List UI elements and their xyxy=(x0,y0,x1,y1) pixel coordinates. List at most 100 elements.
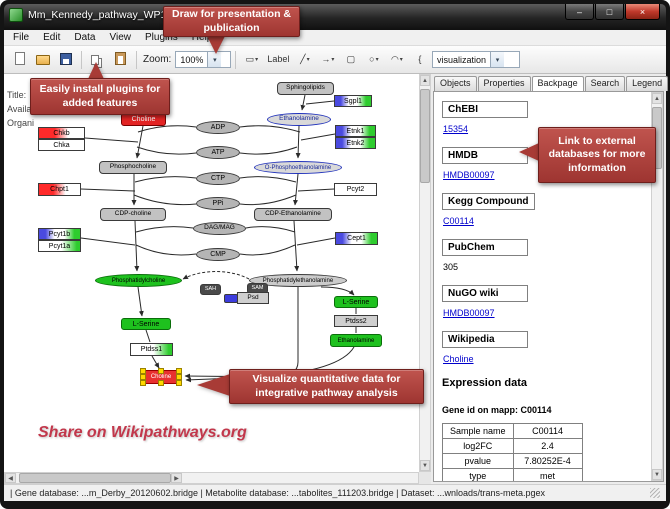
node-ptdss1[interactable]: Ptdss1 xyxy=(130,343,173,356)
visualization-combobox[interactable]: visualization ▾ xyxy=(432,51,520,68)
external-db-link[interactable]: 15354 xyxy=(443,124,469,134)
selection-handle[interactable] xyxy=(158,368,164,374)
tab-backpage[interactable]: Backpage xyxy=(531,76,584,91)
resize-grip-icon[interactable] xyxy=(650,488,660,498)
node-cdp-ethanolamine[interactable]: CDP-Ethanolamine xyxy=(254,208,332,221)
expression-table-cell: type xyxy=(442,468,514,481)
node-cmp[interactable]: CMP xyxy=(196,248,240,261)
app-icon xyxy=(9,8,23,22)
node-phosphatidylcholine[interactable]: Phosphatidylcholine xyxy=(95,274,182,287)
maximize-button[interactable]: □ xyxy=(595,4,624,20)
tab-properties[interactable]: Properties xyxy=(477,76,531,91)
new-file-icon-button[interactable] xyxy=(9,48,30,69)
close-button[interactable]: × xyxy=(625,4,660,20)
save-icon xyxy=(59,53,72,66)
open-folder-icon-button[interactable] xyxy=(32,50,53,71)
node-chpt1[interactable]: Chpt1 xyxy=(38,183,81,196)
node-etnk2[interactable]: Etnk2 xyxy=(335,137,376,149)
scroll-right-icon[interactable]: ▶ xyxy=(171,473,182,483)
zoom-combobox[interactable]: 100% ▾ xyxy=(175,51,232,68)
node-sah[interactable]: SAH xyxy=(200,284,221,295)
tab-objects[interactable]: Objects xyxy=(434,76,477,91)
paste-icon-button[interactable] xyxy=(110,48,131,69)
node-phosphatidylethanolamine[interactable]: Phosphatidylethanolamine xyxy=(249,274,347,287)
expression-table-cell: Sample name xyxy=(442,423,514,439)
node-pcyt1a[interactable]: Pcyt1a xyxy=(38,240,81,252)
node-selected-node[interactable]: Choline xyxy=(140,368,182,386)
arrow-tool[interactable]: →▾ xyxy=(317,49,338,70)
node-phosphocholine[interactable]: Phosphocholine xyxy=(99,161,167,174)
scroll-left-icon[interactable]: ◀ xyxy=(5,473,16,483)
node-psd[interactable]: Psd xyxy=(237,292,269,304)
node-l-serine-right[interactable]: L-Serine xyxy=(334,296,378,308)
node-ctp[interactable]: CTP xyxy=(196,172,240,185)
node-o-phosphoethanolamine[interactable]: O-Phosphoethanolamine xyxy=(254,161,342,174)
ellipse-tool[interactable]: ○▾ xyxy=(363,49,384,70)
menu-file[interactable]: File xyxy=(13,32,30,43)
menu-help[interactable]: Help xyxy=(191,32,213,43)
label-tool[interactable]: Label xyxy=(264,49,292,70)
menu-plugins[interactable]: Plugins xyxy=(144,32,178,43)
canvas-horizontal-scrollbar[interactable]: ◀ ▶ xyxy=(4,472,419,484)
selection-handle[interactable] xyxy=(158,380,164,386)
selection-handle[interactable] xyxy=(176,374,182,380)
external-db-link[interactable]: HMDB00097 xyxy=(443,170,495,180)
node-adp[interactable]: ADP xyxy=(196,121,240,134)
node-cdp-choline[interactable]: CDP-choline xyxy=(100,208,166,221)
brace-tool[interactable]: { xyxy=(409,49,430,70)
node-chkb[interactable]: Chkb xyxy=(38,127,85,139)
selection-handle[interactable] xyxy=(140,374,146,380)
arc-tool[interactable]: ◠▾ xyxy=(386,49,407,70)
node-chka[interactable]: Chka xyxy=(38,139,85,151)
node-l-serine-left[interactable]: L-Serine xyxy=(121,318,171,330)
node-etnk1[interactable]: Etnk1 xyxy=(335,125,376,137)
line-tool[interactable]: ╱▾ xyxy=(294,49,315,70)
tab-search[interactable]: Search xyxy=(584,76,626,91)
canvas-vertical-scrollbar[interactable]: ▲ ▼ xyxy=(419,74,431,472)
menu-edit[interactable]: Edit xyxy=(43,32,61,43)
node-pcyt2[interactable]: Pcyt2 xyxy=(334,183,377,196)
scroll-up-icon[interactable]: ▲ xyxy=(652,93,662,104)
node-ethanolamine-top[interactable]: Ethanolamine xyxy=(267,113,331,126)
external-db-link[interactable]: HMDB00097 xyxy=(443,308,495,318)
selection-handle[interactable] xyxy=(140,368,146,374)
title-bar[interactable]: Mm_Kennedy_pathway_WP1771_45176.gp... –□… xyxy=(4,4,666,30)
node-pcyt1b[interactable]: Pcyt1b xyxy=(38,228,81,240)
scroll-up-icon[interactable]: ▲ xyxy=(420,75,430,86)
zoom-value: 100% xyxy=(180,54,204,65)
node-ppi[interactable]: PPi xyxy=(196,197,240,210)
chevron-down-icon[interactable]: ▾ xyxy=(207,52,222,67)
tab-legend[interactable]: Legend xyxy=(626,76,669,91)
external-db-link[interactable]: C00114 xyxy=(443,216,474,226)
datanode-tool[interactable]: ▭▾ xyxy=(241,49,262,70)
expression-table-cell: log2FC xyxy=(442,438,514,454)
label-tool-icon: Label xyxy=(267,54,290,65)
scroll-down-icon[interactable]: ▼ xyxy=(652,469,662,480)
selection-handle[interactable] xyxy=(176,380,182,386)
menu-view[interactable]: View xyxy=(109,32,131,43)
selection-handle[interactable] xyxy=(176,368,182,374)
scroll-thumb[interactable] xyxy=(19,473,171,483)
node-ptdss2[interactable]: Ptdss2 xyxy=(334,315,378,327)
external-db-link[interactable]: Choline xyxy=(443,354,474,364)
rect-tool[interactable]: ▢ xyxy=(340,49,361,70)
save-icon-button[interactable] xyxy=(55,49,76,70)
sidebar-scrollbar[interactable]: ▲ ▼ xyxy=(651,92,663,481)
expression-table-cell: pvalue xyxy=(442,453,514,469)
node-sgpl1[interactable]: Sgpl1 xyxy=(334,95,372,107)
selection-handle[interactable] xyxy=(140,380,146,386)
scroll-thumb[interactable] xyxy=(420,89,430,183)
node-cept1[interactable]: Cept1 xyxy=(335,232,378,245)
node-pemt[interactable] xyxy=(224,294,238,303)
menu-data[interactable]: Data xyxy=(74,32,96,43)
node-dag[interactable]: DAG/MAG xyxy=(193,222,246,235)
node-ethanolamine-bottom[interactable]: Ethanolamine xyxy=(330,334,382,347)
node-atp[interactable]: ATP xyxy=(196,146,240,159)
minimize-button[interactable]: – xyxy=(565,4,594,20)
visualization-value: visualization xyxy=(437,54,487,65)
scroll-down-icon[interactable]: ▼ xyxy=(420,460,430,471)
chevron-down-icon[interactable]: ▾ xyxy=(490,52,505,67)
node-sphingolipids[interactable]: Sphingolipids xyxy=(277,82,334,95)
